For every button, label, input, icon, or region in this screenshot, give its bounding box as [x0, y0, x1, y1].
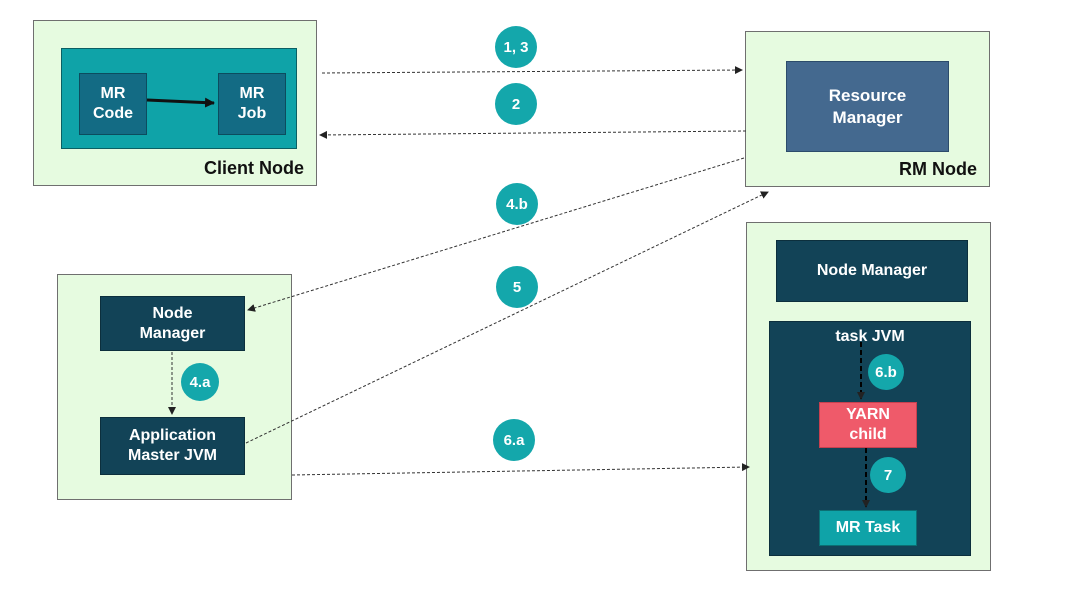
step-badge-4a: 4.a — [181, 363, 219, 401]
step-badge-7: 7 — [870, 457, 906, 493]
step-badge-2: 2 — [495, 83, 537, 125]
application-master-box[interactable]: Application Master JVM — [100, 417, 245, 475]
arrow-step-4b — [247, 157, 745, 312]
step-badge-6b: 6.b — [868, 354, 904, 390]
application-master-node: Node Manager Application Master JVM — [57, 274, 292, 500]
client-node: MR Code MR Job Client Node — [33, 20, 317, 186]
task-jvm-label: task JVM — [835, 328, 905, 345]
worker-node-manager-label: Node Manager — [816, 262, 928, 279]
code-to-job-arrow — [146, 97, 215, 108]
rm-node: Resource Manager RM Node — [745, 31, 990, 187]
resource-manager-label: Resource Manager — [828, 85, 907, 127]
arrow-step-1-3 — [321, 66, 743, 75]
mr-code-label: MR Code — [93, 85, 133, 122]
worker-node: Node Manager task JVM YARN child MR Task — [746, 222, 991, 571]
step-badge-6a: 6.a — [493, 419, 535, 461]
rm-node-label: RM Node — [899, 159, 977, 179]
step-badge-4b: 4.b — [496, 183, 538, 225]
mr-code-box[interactable]: MR Code — [79, 73, 147, 135]
yarn-child-box[interactable]: YARN child — [819, 402, 917, 448]
client-node-label: Client Node — [203, 158, 304, 178]
application-master-label: Application Master JVM — [128, 427, 217, 464]
arrow-step-2 — [319, 130, 747, 139]
mr-task-label: MR Task — [835, 519, 901, 536]
mr-job-label: MR Job — [237, 85, 267, 122]
arrow-step-6a — [291, 463, 750, 476]
mr-task-box[interactable]: MR Task — [819, 510, 917, 546]
worker-node-manager-box[interactable]: Node Manager — [776, 240, 968, 302]
node-manager-box[interactable]: Node Manager — [100, 296, 245, 351]
step-badge-5: 5 — [496, 266, 538, 308]
step-badge-1-3: 1, 3 — [495, 26, 537, 68]
resource-manager-box[interactable]: Resource Manager — [786, 61, 949, 152]
node-manager-label: Node Manager — [139, 304, 206, 342]
yarn-child-label: YARN child — [846, 406, 890, 443]
task-jvm-container: task JVM YARN child MR Task — [769, 321, 971, 556]
mr-job-box[interactable]: MR Job — [218, 73, 286, 135]
arrow-step-5 — [245, 191, 769, 444]
